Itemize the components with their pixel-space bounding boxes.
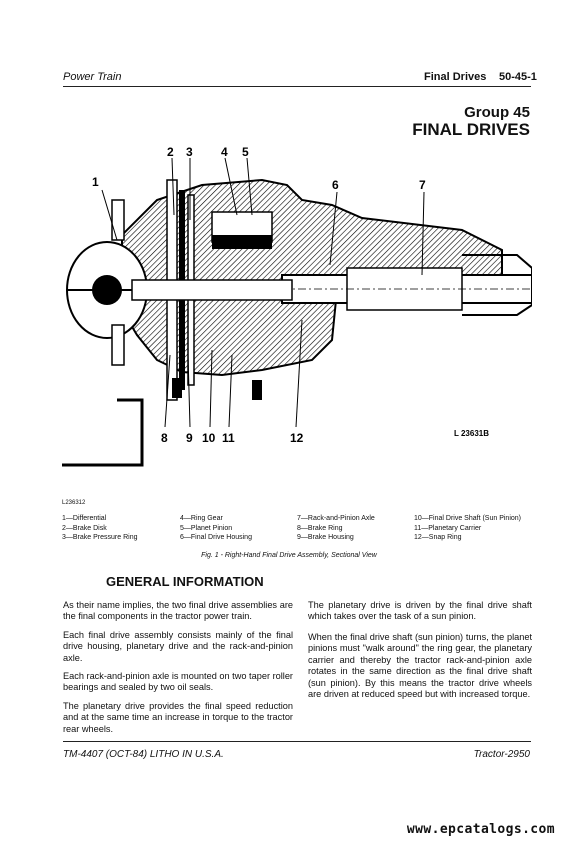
legend-column-4: 10—Final Drive Shaft (Sun Pinion) 11—Pla… <box>414 514 521 543</box>
footer-rule <box>63 741 531 742</box>
paragraph: Each rack-and-pinion axle is mounted on … <box>63 671 293 693</box>
callout-7: 7 <box>419 178 426 192</box>
paragraph: As their name implies, the two final dri… <box>63 600 293 622</box>
callout-12: 12 <box>290 431 304 445</box>
final-drive-diagram: 2 3 4 5 6 7 1 8 9 10 11 12 L 23631B <box>62 145 532 467</box>
header-section-label: Power Train <box>63 71 122 83</box>
watermark: www.epcatalogs.com <box>406 822 555 837</box>
legend-item: 5—Planet Pinion <box>180 524 233 532</box>
legend-item: 2—Brake Disk <box>62 524 107 532</box>
paragraph: The planetary drive is driven by the fin… <box>308 600 532 622</box>
page-number: 50-45-1 <box>499 71 537 83</box>
legend-item: 7—Rack-and-Pinion Axle <box>297 515 375 522</box>
callout-3: 3 <box>186 145 193 159</box>
callout-10: 10 <box>202 431 216 445</box>
general-information-heading: GENERAL INFORMATION <box>106 574 264 589</box>
callout-6: 6 <box>332 178 339 192</box>
sun-shaft <box>131 279 293 301</box>
legend-item: 1—Differential <box>62 515 107 522</box>
callout-1: 1 <box>92 175 99 189</box>
paragraph: The planetary drive provides the final s… <box>63 701 293 734</box>
callout-4: 4 <box>221 145 228 159</box>
legend-column-1: 1—Differential 2—Brake Disk 3—Brake Pres… <box>62 514 137 543</box>
legend-item: 9—Brake Housing <box>297 534 354 541</box>
legend-item: 4—Ring Gear <box>180 515 223 522</box>
group-label: Group 45 <box>464 104 530 121</box>
small-figure-id: L236312 <box>62 500 86 506</box>
footer-left: TM-4407 (OCT-84) LITHO IN U.S.A. <box>63 749 224 760</box>
paragraph: Each final drive assembly consists mainl… <box>63 630 293 663</box>
legend-item: 8—Brake Ring <box>297 524 343 532</box>
callout-11: 11 <box>222 431 235 445</box>
legend-column-3: 7—Rack-and-Pinion Axle 8—Brake Ring 9—Br… <box>297 514 375 543</box>
callout-2: 2 <box>167 145 174 159</box>
callout-5: 5 <box>242 145 249 159</box>
drawing-id: L 23631B <box>454 429 489 438</box>
legend-item: 12—Snap Ring <box>414 534 462 541</box>
section-title: FINAL DRIVES <box>412 120 530 139</box>
paragraph: When the final drive shaft (sun pinion) … <box>308 632 532 700</box>
header-rule <box>63 86 531 87</box>
callout-8: 8 <box>161 431 168 445</box>
header-title: Final Drives <box>424 71 487 83</box>
figure-caption: Fig. 1 - Right-Hand Final Drive Assembly… <box>201 552 377 559</box>
legend-item: 3—Brake Pressure Ring <box>62 534 138 541</box>
legend-item: 10—Final Drive Shaft (Sun Pinion) <box>414 515 521 522</box>
legend-column-2: 4—Ring Gear 5—Planet Pinion 6—Final Driv… <box>180 514 252 543</box>
callout-9: 9 <box>186 431 193 445</box>
legend-item: 11—Planetary Carrier <box>414 524 482 532</box>
footer-right: Tractor-2950 <box>473 749 530 760</box>
legend-item: 6—Final Drive Housing <box>180 534 252 541</box>
